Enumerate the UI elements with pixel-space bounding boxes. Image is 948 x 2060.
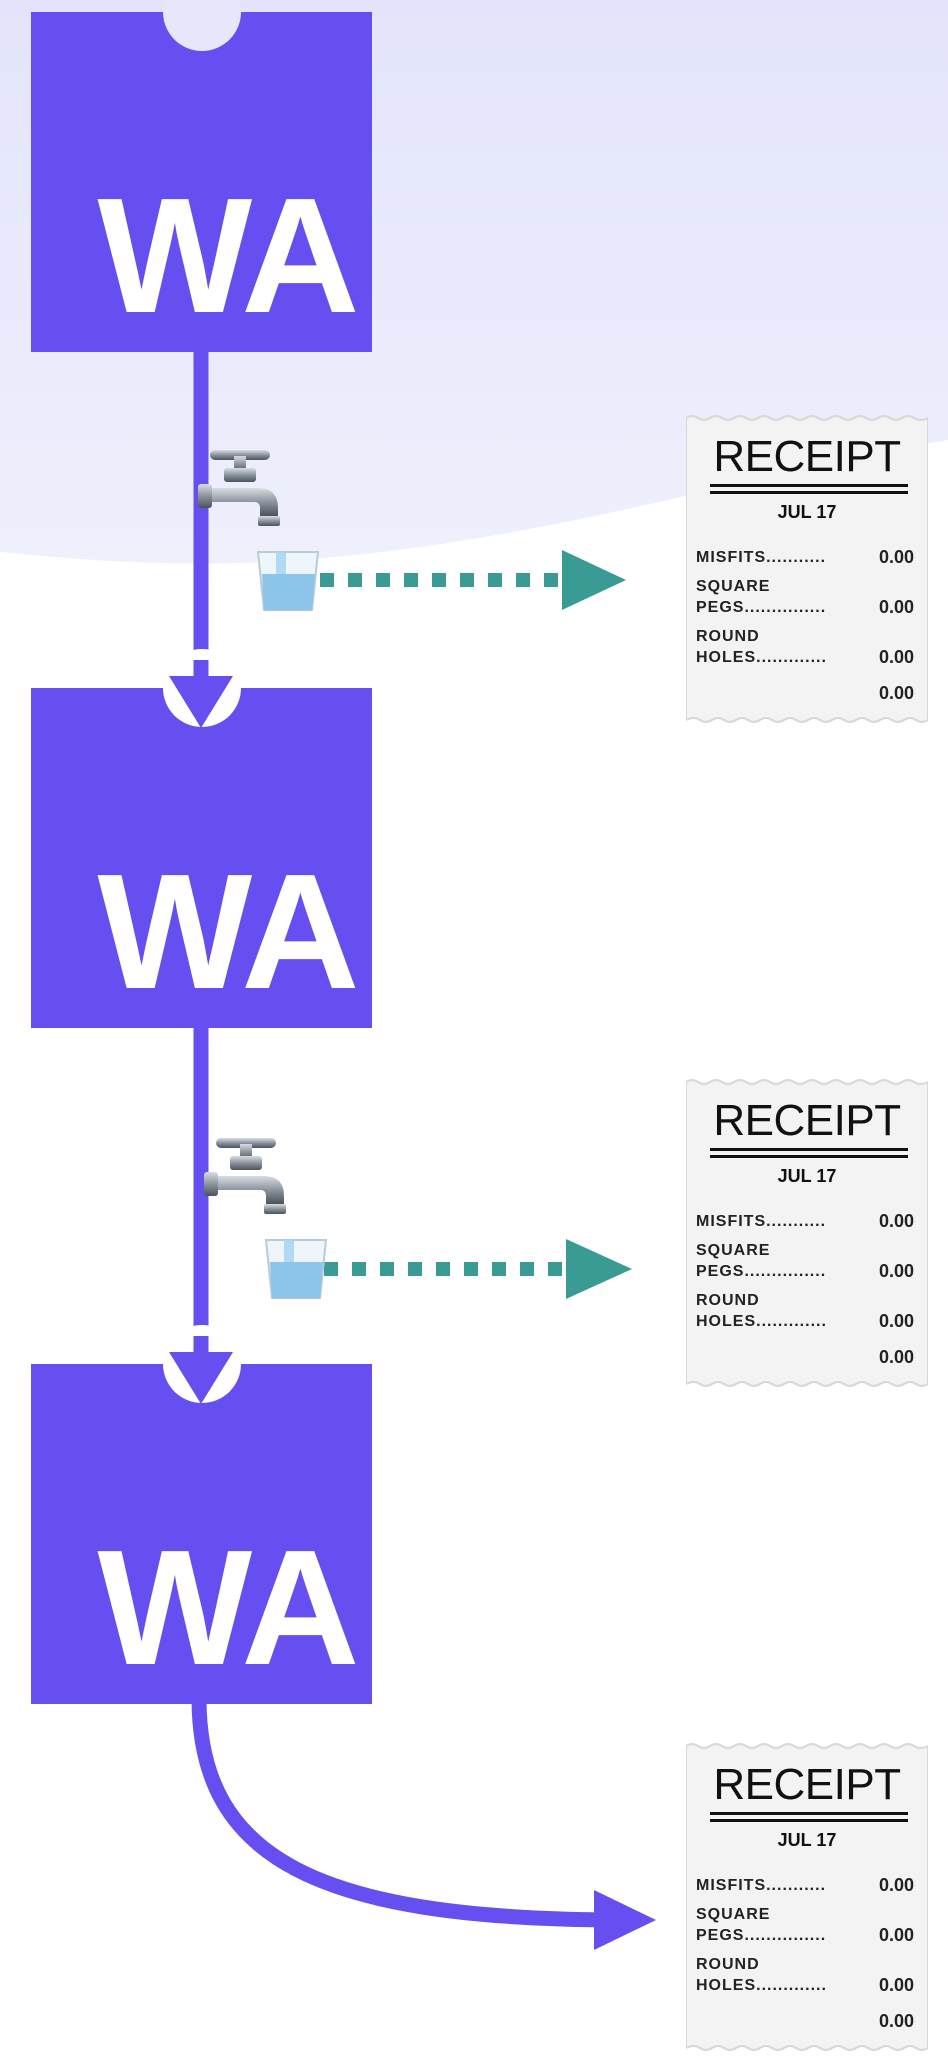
receipt-3: RECEIPT JUL 17 MISFITS........... 0.00 S… <box>686 1742 928 2052</box>
faucet-icon <box>198 450 280 526</box>
receipt-line: MISFITS........... 0.00 <box>696 1211 914 1231</box>
receipt-title: RECEIPT <box>713 1096 901 1145</box>
receipt-date: JUL 17 <box>777 502 837 522</box>
receipt-rule <box>710 1812 908 1815</box>
faucet-icon <box>204 1138 286 1214</box>
receipt-rule <box>710 1155 908 1158</box>
receipt-line: ROUND HOLES............. 0.00 <box>696 628 914 667</box>
wasm-node-label: WA <box>97 840 359 1023</box>
tap-arrowhead-1 <box>562 550 626 610</box>
receipt-line: SQUARE PEGS............... 0.00 <box>696 578 914 617</box>
receipt-1: RECEIPT JUL 17 MISFITS........... 0.00 S… <box>686 414 928 724</box>
receipt-rule <box>710 1148 908 1151</box>
receipt-line: SQUARE PEGS............... 0.00 <box>696 1242 914 1281</box>
receipt-line: ROUND HOLES............. 0.00 <box>696 1292 914 1331</box>
receipt-date: JUL 17 <box>777 1830 837 1850</box>
receipt-line: ROUND HOLES............. 0.00 <box>696 1956 914 1995</box>
tap-arrowhead-2 <box>566 1239 632 1299</box>
receipt-date: JUL 17 <box>777 1166 837 1186</box>
flow-curve-3 <box>191 1699 613 1928</box>
wasm-node-3: WA <box>31 1325 372 1704</box>
receipt-line: MISFITS........... 0.00 <box>696 1875 914 1895</box>
wasm-node-2: WA <box>31 649 372 1028</box>
flow-arrowhead-3 <box>594 1890 656 1950</box>
receipt-line: SQUARE PEGS............... 0.00 <box>696 1906 914 1945</box>
receipt-line: MISFITS........... 0.00 <box>696 547 914 567</box>
glass-of-water-icon <box>256 551 320 611</box>
wasm-node-label: WA <box>97 164 359 347</box>
glass-of-water-icon <box>264 1239 328 1299</box>
wasm-node-label: WA <box>97 1516 359 1699</box>
receipt-rule <box>710 484 908 487</box>
receipt-title: RECEIPT <box>713 1760 901 1809</box>
receipt-rule <box>710 1819 908 1822</box>
receipt-title: RECEIPT <box>713 432 901 481</box>
receipt-total: 0.00 <box>878 2011 914 2031</box>
receipt-total: 0.00 <box>878 1347 914 1367</box>
receipt-2: RECEIPT JUL 17 MISFITS........... 0.00 S… <box>686 1078 928 1388</box>
receipt-total: 0.00 <box>878 683 914 703</box>
receipt-rule <box>710 491 908 494</box>
wasm-node-1: WA <box>31 0 372 352</box>
